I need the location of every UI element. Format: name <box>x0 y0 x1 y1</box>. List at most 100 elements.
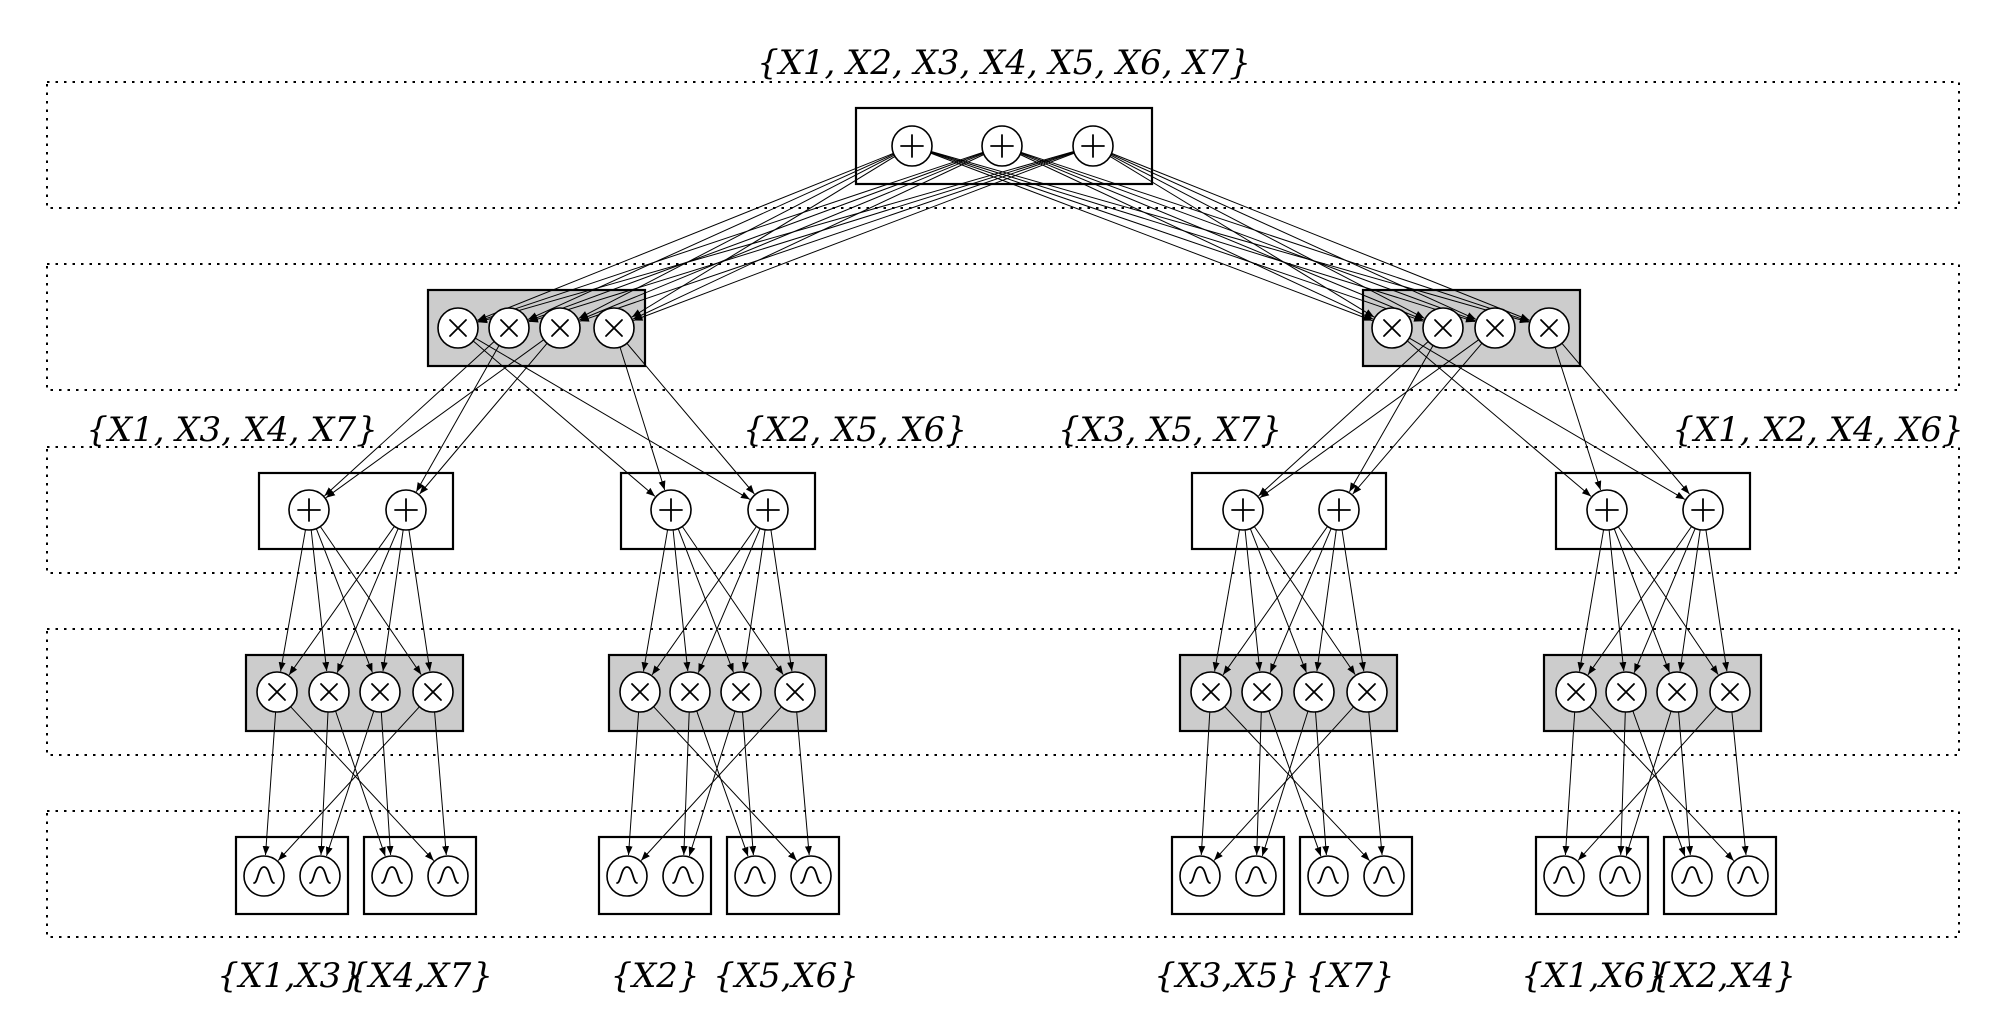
leaf-gaussian-node-L6_1 <box>1599 855 1641 897</box>
sum-node-M2_0 <box>1222 489 1264 531</box>
gaussian-icon <box>744 866 766 884</box>
edge-P2_3-L4_0 <box>1213 706 1354 861</box>
edge-M3_1-P3_3 <box>1705 529 1730 672</box>
plus-icon <box>1327 498 1351 522</box>
edge-M0_1-P0_0 <box>288 526 395 676</box>
edge-M1_1-P1_2 <box>741 529 766 672</box>
edge-PB_1-M2_0 <box>1258 341 1429 497</box>
product-node-P0_3 <box>412 671 454 713</box>
sum-node-M0_0 <box>288 489 330 531</box>
edge-P2_2-L4_1 <box>1261 710 1309 857</box>
edge-M0_0-P0_1 <box>310 529 330 672</box>
edge-PA_1-M0_1 <box>415 345 500 492</box>
layer-band-5 <box>46 810 1960 938</box>
leaf-gaussian-node-L5_1 <box>1363 855 1405 897</box>
times-icon <box>631 683 649 701</box>
edge-P2_2-L5_0 <box>1315 711 1330 856</box>
edge-P3_3-L7_1 <box>1731 711 1749 856</box>
sum-node-S0_2 <box>1072 125 1114 167</box>
sum-node-M3_1 <box>1682 489 1724 531</box>
times-icon <box>786 683 804 701</box>
edge-S0_0-PA_1 <box>527 153 895 320</box>
leaf-gaussian-node-L0_0 <box>243 855 285 897</box>
edge-S0_1-PB_2 <box>1020 152 1476 322</box>
product-node-P2_1 <box>1241 671 1283 713</box>
plus-icon <box>1231 498 1255 522</box>
plus-icon <box>756 498 780 522</box>
gaussian-icon <box>616 866 638 884</box>
edge-P1_0-L3_1 <box>653 706 798 861</box>
product-node-P0_2 <box>359 671 401 713</box>
edge-P1_3-L3_1 <box>796 711 812 856</box>
times-icon <box>681 683 699 701</box>
edge-P0_1-L1_0 <box>335 710 386 857</box>
edge-P0_0-L0_0 <box>262 711 277 856</box>
edge-M3_1-P3_2 <box>1677 529 1701 672</box>
edge-S0_0-PB_3 <box>931 151 1529 324</box>
sum-node-S0_0 <box>891 125 933 167</box>
sum-node-M1_1 <box>747 489 789 531</box>
times-icon <box>1540 319 1558 337</box>
times-icon <box>1567 683 1585 701</box>
edge-S0_2-PA_0 <box>478 151 1074 324</box>
edge-S0_0-PA_3 <box>631 155 896 318</box>
sum-node-M3_0 <box>1586 489 1628 531</box>
edge-M1_0-P1_1 <box>672 529 691 672</box>
edge-P1_1-L2_1 <box>680 711 690 856</box>
sum-node-M0_1 <box>385 489 427 531</box>
edge-M2_0-P2_1 <box>1244 529 1263 672</box>
leaf-gaussian-node-L2_0 <box>606 855 648 897</box>
edge-P2_0-L5_1 <box>1224 706 1370 862</box>
edge-S0_2-PB_0 <box>1109 155 1375 318</box>
edge-S0_1-PA_2 <box>579 153 984 321</box>
plus-icon <box>297 498 321 522</box>
leaf-scope-label-3: {X2} <box>610 956 699 996</box>
sum-node-M1_0 <box>650 489 692 531</box>
leaf-gaussian-node-L4_0 <box>1179 855 1221 897</box>
times-icon <box>1202 683 1220 701</box>
gaussian-icon <box>1737 866 1759 884</box>
sum-scope-label-2: {X2, X5, X6} <box>743 410 967 450</box>
plus-icon <box>990 134 1014 158</box>
edge-P2_3-L5_1 <box>1368 711 1385 856</box>
plus-icon <box>1595 498 1619 522</box>
leaf-gaussian-node-L5_0 <box>1307 855 1349 897</box>
times-icon <box>551 319 569 337</box>
edge-P1_1-L3_0 <box>696 710 749 857</box>
sum-scope-label-3: {X3, X5, X7} <box>1058 410 1282 450</box>
edge-S0_1-PB_1 <box>1020 153 1424 321</box>
product-node-PA_2 <box>539 307 581 349</box>
sum-scope-label-1: {X1, X3, X4, X7} <box>86 410 377 450</box>
edge-M1_1-P1_0 <box>651 526 757 676</box>
edge-S0_0-PA_0 <box>477 152 894 321</box>
times-icon <box>1253 683 1271 701</box>
plus-icon <box>659 498 683 522</box>
edge-P3_0-L6_0 <box>1562 711 1576 856</box>
edge-M3_0-P3_3 <box>1617 526 1719 675</box>
times-icon <box>449 319 467 337</box>
product-node-PB_1 <box>1422 307 1464 349</box>
edge-M1_1-P1_1 <box>697 528 761 673</box>
edge-M0_1-P0_1 <box>336 528 399 673</box>
layer-band-3 <box>46 446 1960 574</box>
edge-M2_0-P2_0 <box>1212 529 1240 672</box>
product-node-PB_0 <box>1371 307 1413 349</box>
plus-icon <box>1691 498 1715 522</box>
product-node-P0_0 <box>256 671 298 713</box>
edge-PA_0-M1_0 <box>472 340 656 497</box>
edge-P0_1-L0_1 <box>317 711 329 856</box>
times-icon <box>424 683 442 701</box>
times-icon <box>1383 319 1401 337</box>
edge-P2_1-L5_0 <box>1268 710 1322 857</box>
plus-icon <box>394 498 418 522</box>
layer-band-2 <box>46 263 1960 391</box>
leaf-gaussian-node-L4_1 <box>1235 855 1277 897</box>
times-icon <box>1617 683 1635 701</box>
leaf-gaussian-node-L3_1 <box>790 855 832 897</box>
edge-PA_0-M1_1 <box>474 337 751 500</box>
edge-S0_1-PA_0 <box>477 151 984 322</box>
product-node-PA_3 <box>593 307 635 349</box>
edge-PB_2-M2_1 <box>1352 342 1483 495</box>
edge-S0_1-PA_3 <box>632 154 985 320</box>
gaussian-icon <box>800 866 822 884</box>
